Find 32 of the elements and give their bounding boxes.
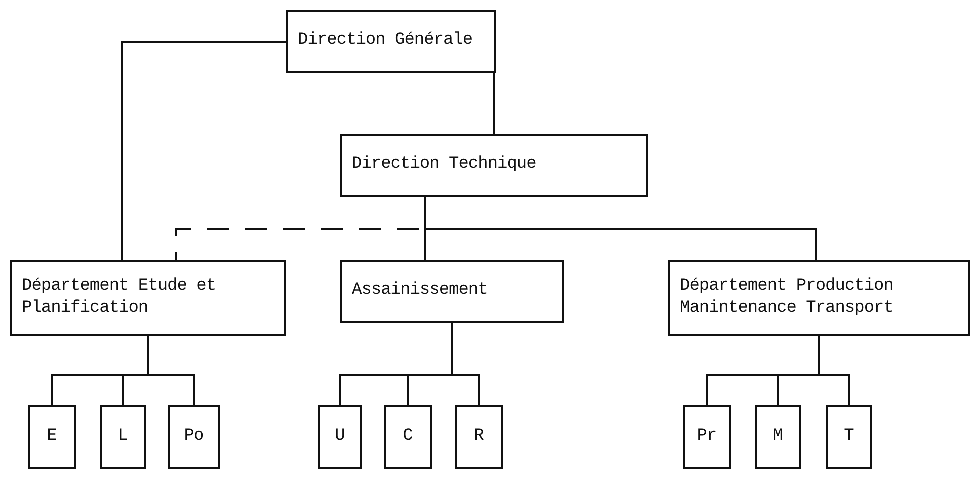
unit-name: U xyxy=(335,426,345,448)
org-box xyxy=(455,405,503,469)
org-box xyxy=(668,260,970,336)
connector-line xyxy=(121,41,286,260)
connector-line xyxy=(818,336,850,405)
org-box xyxy=(683,405,731,469)
org-box xyxy=(10,260,286,336)
org-box xyxy=(318,405,362,469)
unit-name: E xyxy=(47,426,57,448)
unit-name: Assainissement xyxy=(352,280,488,302)
connector-line xyxy=(493,73,495,134)
unit-name: R xyxy=(474,426,484,448)
unit-name: Département Production Manintenance Transport xyxy=(680,276,894,320)
org-box xyxy=(340,260,564,323)
unit-name: Direction Technique xyxy=(352,154,536,176)
unit-name: M xyxy=(773,426,783,448)
org-box xyxy=(340,134,648,197)
org-box xyxy=(755,405,801,469)
org-box xyxy=(28,405,76,469)
unit-name: Département Etude et Planification xyxy=(22,276,218,320)
unit-name: L xyxy=(118,426,128,448)
unit-name: Po xyxy=(184,426,204,448)
org-box xyxy=(384,405,432,469)
connector-line xyxy=(147,336,195,405)
unit-name: T xyxy=(844,426,854,448)
unit-name: Pr xyxy=(697,426,717,448)
org-box xyxy=(168,405,220,469)
unit-name: C xyxy=(403,426,413,448)
org-box xyxy=(286,10,496,73)
org-box xyxy=(100,405,146,469)
org-box xyxy=(826,405,872,469)
unit-name: Direction Générale xyxy=(298,30,473,52)
